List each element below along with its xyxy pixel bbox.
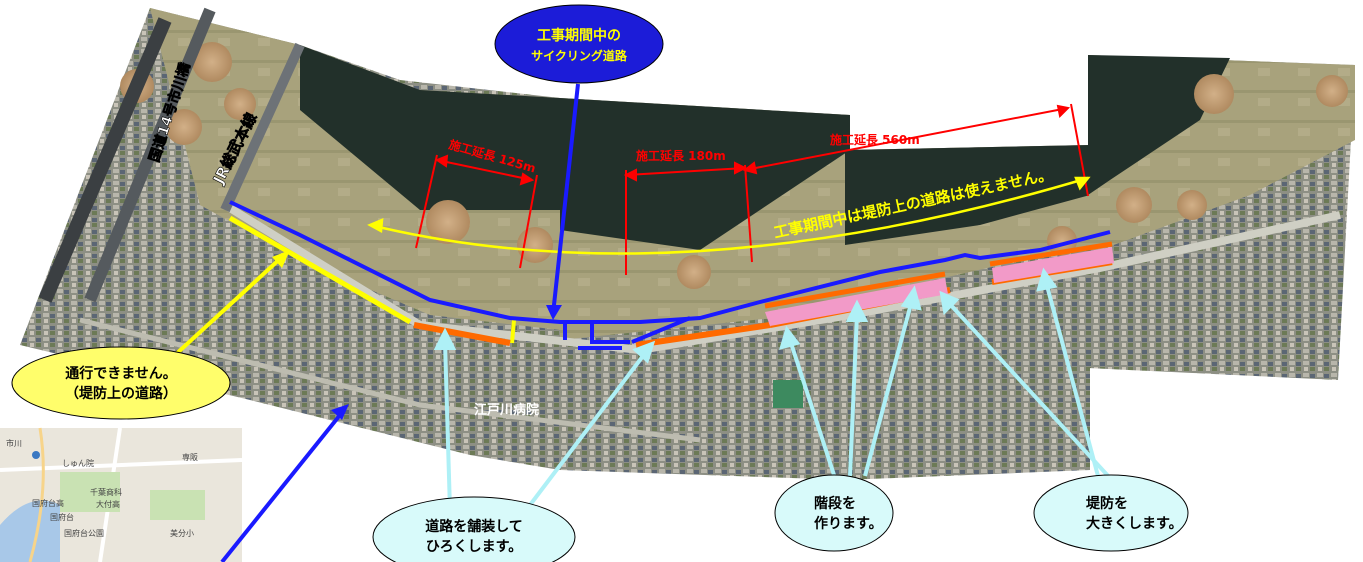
embankment-line1: 堤防を [1086, 495, 1128, 512]
closed-road-line [228, 215, 412, 325]
inset-label-1: しゅん院 [62, 458, 94, 468]
inset-map: しゅん院 千葉商科 大付高 国府台高 国府台 美分小 国府台公園 専阪 市川 [0, 427, 243, 562]
hospital-label: 江戸川病院 [474, 402, 539, 418]
pave-callout: 道路を舗装して ひろくします。 [372, 496, 576, 562]
stairs-line2: 作ります。 [814, 515, 883, 532]
inset-label-4: 国府台高 [32, 498, 64, 508]
pave-line2: ひろくします。 [426, 539, 523, 555]
pave-line1: 道路を舗装して [425, 518, 523, 535]
inset-label-7: 国府台公園 [64, 528, 104, 538]
bank-roads [79, 201, 1341, 443]
closure-arrow [367, 176, 1091, 255]
inset-label-2: 千葉商科 [90, 487, 122, 497]
closed-road-stub [510, 319, 516, 344]
no-pass-callout: 通行できません。 （堤防上の道路） [11, 250, 290, 420]
header-bubble: 工事期間中の サイクリング道路 [494, 4, 664, 320]
inset-label-8: 専阪 [182, 452, 198, 462]
dimension-markers [415, 103, 1089, 275]
embankment-callout: 堤防を 大きくします。 [1033, 474, 1189, 552]
inset-label-9: 市川 [6, 438, 22, 448]
cycling-route [229, 200, 1111, 324]
inset-pointer [220, 404, 349, 562]
header-line1: 工事期間中の [537, 27, 621, 44]
segment-label-560: 施工延長 560m [830, 132, 920, 147]
no-pass-line1: 通行できません。 [65, 365, 177, 382]
callout-pointers [433, 267, 1112, 511]
inset-label-6: 美分小 [170, 528, 194, 538]
stair-border [764, 241, 1113, 309]
header-line2: サイクリング道路 [531, 48, 628, 63]
sports-court [773, 380, 803, 408]
stairs-callout: 階段を 作ります。 [774, 474, 894, 552]
railway-bridge [38, 7, 305, 303]
segment-label-180: 施工延長 180m [636, 148, 726, 163]
inset-label-5: 国府台 [50, 512, 74, 522]
cycling-route-spurs [563, 316, 691, 350]
stairs-line1: 階段を [814, 495, 856, 512]
embankment-line2: 大きくします。 [1086, 515, 1183, 532]
no-pass-line2: （堤防上の道路） [65, 385, 177, 402]
photo-right-middle [845, 145, 1090, 480]
inset-label-3: 大付高 [96, 499, 120, 509]
